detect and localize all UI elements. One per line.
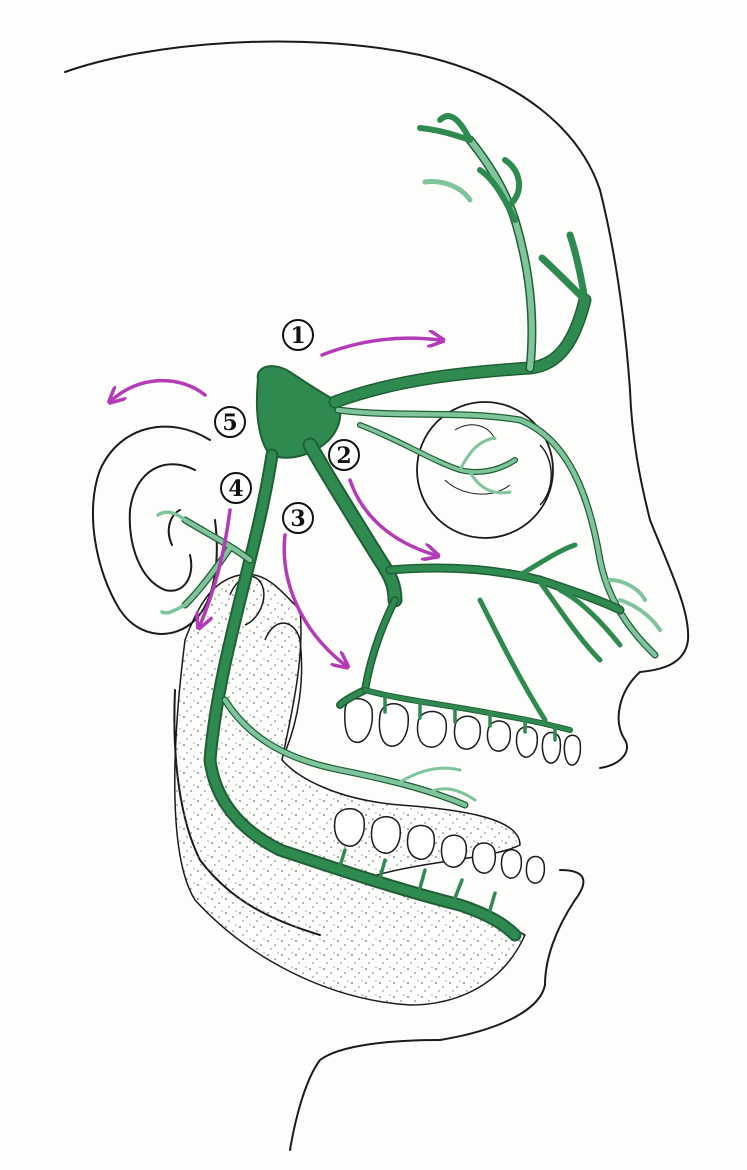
marker-label-2: 2 xyxy=(336,443,351,469)
tooth xyxy=(441,835,466,867)
neck-front-line xyxy=(290,1040,440,1150)
tooth xyxy=(407,826,434,860)
marker-1: 1 xyxy=(283,320,313,350)
ophthalmic-branch-fill xyxy=(335,300,585,402)
tooth xyxy=(526,857,544,884)
marker-label-1: 1 xyxy=(290,323,305,349)
trigeminal-ganglion xyxy=(257,366,340,458)
upper-lip-line xyxy=(600,672,640,768)
tooth xyxy=(454,716,480,749)
tooth xyxy=(542,733,560,764)
marker-2: 2 xyxy=(329,440,359,470)
skull-top-line xyxy=(65,41,600,190)
tooth xyxy=(516,727,537,757)
supraorbital-main-fill xyxy=(470,140,532,368)
tooth xyxy=(564,735,580,765)
tooth xyxy=(345,699,373,743)
forehead-branch-d xyxy=(425,182,470,200)
anterior-alveolar xyxy=(480,600,545,720)
tooth xyxy=(473,843,496,873)
tooth xyxy=(372,817,401,854)
marker-3: 3 xyxy=(283,503,313,533)
ear-inner xyxy=(130,464,195,590)
forehead-branch-c xyxy=(542,235,585,300)
marker-label-3: 3 xyxy=(290,506,305,532)
arrow-5 xyxy=(112,381,205,400)
forehead-branch-a xyxy=(420,116,470,140)
auricular-twigs xyxy=(158,512,185,613)
forehead-line xyxy=(600,190,650,520)
marker-5: 5 xyxy=(215,407,245,437)
arrow-1 xyxy=(322,338,440,355)
tooth xyxy=(501,850,521,878)
marker-label-4: 4 xyxy=(228,476,243,502)
tooth xyxy=(418,712,447,748)
tooth xyxy=(335,809,365,847)
marker-4: 4 xyxy=(221,473,251,503)
infraorbital-branch-fill xyxy=(390,568,620,610)
marker-label-5: 5 xyxy=(222,410,237,436)
